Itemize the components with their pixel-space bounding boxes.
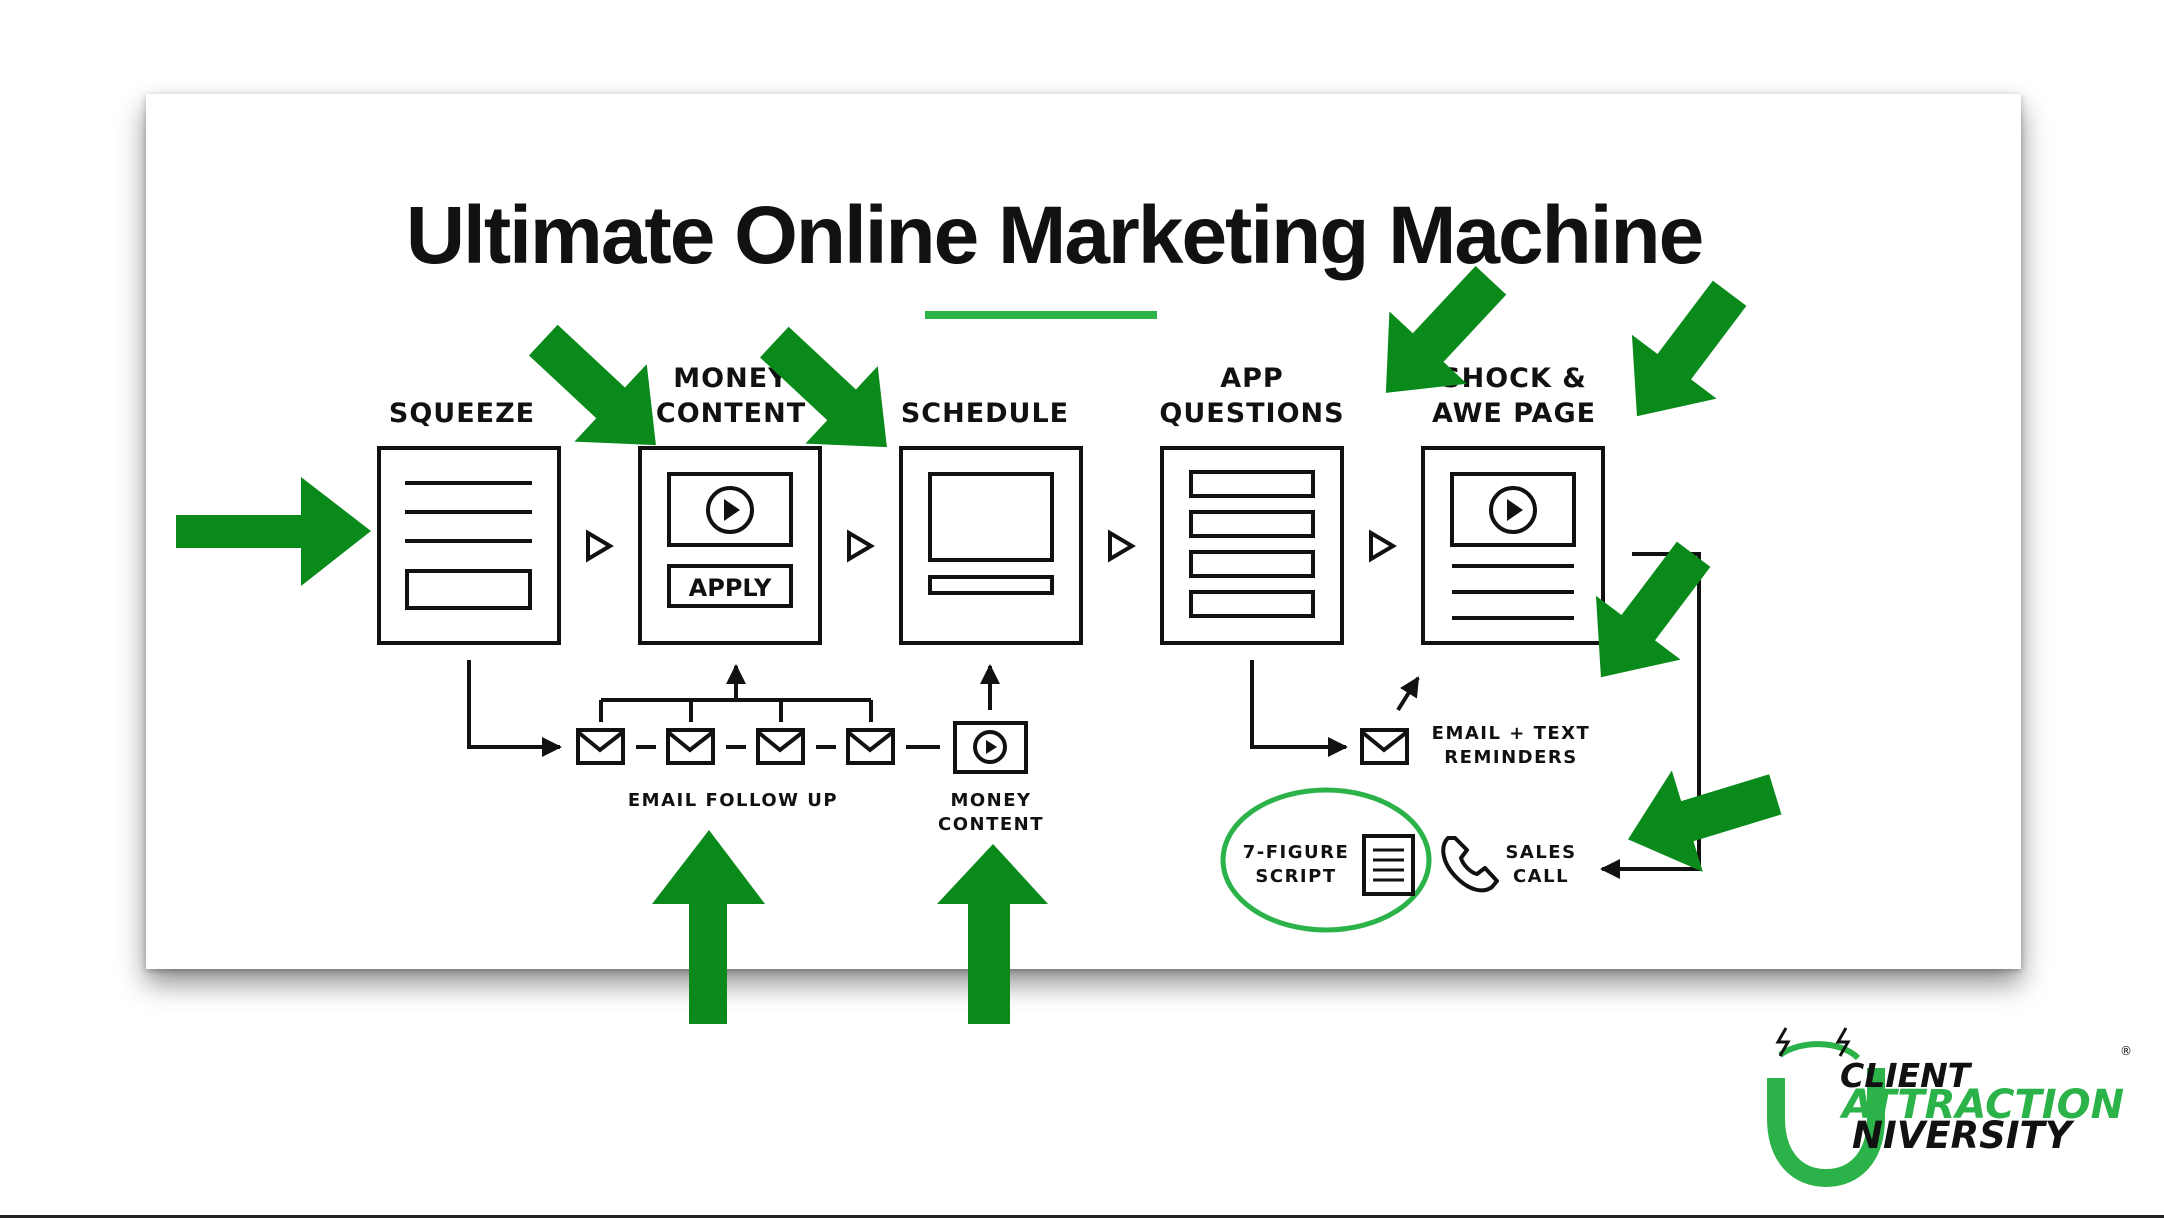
green-arrow-left xyxy=(1628,770,1782,872)
envelope-icon xyxy=(846,728,895,765)
step-arrow-icon xyxy=(1108,529,1136,563)
step-arrow-icon xyxy=(847,529,875,563)
green-arrow-down-right xyxy=(759,326,887,448)
envelope-icon xyxy=(1360,728,1409,765)
bottom-divider xyxy=(0,1215,2164,1218)
registered-mark: ® xyxy=(2120,1044,2132,1058)
step-label-app-1: APP xyxy=(1220,363,1283,394)
logo-line-attraction: ATTRACTION xyxy=(1839,1082,2124,1128)
step-label-squeeze: SQUEEZE xyxy=(389,398,535,429)
schedule-box xyxy=(899,446,1083,645)
money-content-box: APPLY xyxy=(638,446,822,645)
play-icon xyxy=(706,486,754,534)
step-arrow-icon xyxy=(1369,529,1397,563)
flow-line xyxy=(1250,660,1348,757)
envelope-icon xyxy=(756,728,805,765)
step-label-shock-2: AWE PAGE xyxy=(1432,398,1596,429)
apply-button: APPLY xyxy=(689,574,772,602)
app-questions-box xyxy=(1160,446,1344,645)
step-label-money-2: CONTENT xyxy=(656,398,806,429)
play-icon xyxy=(1489,486,1537,534)
flow-line xyxy=(1396,676,1420,712)
reminders-label-1: EMAIL + TEXT xyxy=(1432,723,1591,744)
step-label-schedule: SCHEDULE xyxy=(901,398,1069,429)
green-arrow-up xyxy=(937,844,1048,1024)
step-label-shock-1: SHOCK & xyxy=(1441,363,1587,394)
logo-line-university: NIVERSITY xyxy=(1852,1114,2075,1157)
lightning-icon xyxy=(1835,1027,1851,1057)
money-content-label-2: CONTENT xyxy=(938,814,1044,835)
step-label-money-1: MONEY xyxy=(673,363,788,394)
envelope-icon xyxy=(576,728,625,765)
money-content-label-1: MONEY xyxy=(950,790,1031,811)
client-attraction-university-logo: CLIENT ATTRACTION NIVERSITY ® xyxy=(1767,1027,2132,1188)
green-arrow-up xyxy=(652,830,765,1024)
step-arrow-icon xyxy=(586,529,614,563)
step-label-app-2: QUESTIONS xyxy=(1159,398,1344,429)
flow-line xyxy=(467,660,562,757)
green-arrow-down-left xyxy=(1595,541,1711,678)
page-title: Ultimate Online Marketing Machine xyxy=(406,190,1702,281)
script-highlight-circle xyxy=(1220,787,1432,933)
title-underline xyxy=(925,311,1157,319)
document-icon xyxy=(1362,834,1415,896)
green-arrow-down-right xyxy=(528,324,656,446)
logo-line-client: CLIENT xyxy=(1840,1056,1973,1095)
envelope-icon xyxy=(666,728,715,765)
sales-call-label-2: CALL xyxy=(1513,866,1569,887)
email-follow-up-label: EMAIL FOLLOW UP xyxy=(628,790,838,811)
sales-call-label-1: SALES xyxy=(1505,842,1576,863)
script-label-1: 7-FIGURE xyxy=(1243,842,1350,863)
lightning-icon xyxy=(1775,1027,1791,1057)
email-bracket xyxy=(599,664,873,722)
money-content-video-icon xyxy=(953,721,1028,774)
green-arrow-right xyxy=(176,477,371,586)
flow-line xyxy=(1600,552,1701,879)
squeeze-page-box xyxy=(377,446,561,645)
reminders-label-2: REMINDERS xyxy=(1444,747,1577,768)
green-arrow-down-left xyxy=(1631,280,1747,417)
green-arrow-down-left xyxy=(1385,265,1507,393)
script-label-2: SCRIPT xyxy=(1255,866,1336,887)
shock-awe-page-box xyxy=(1421,446,1605,645)
phone-icon xyxy=(1441,836,1499,893)
